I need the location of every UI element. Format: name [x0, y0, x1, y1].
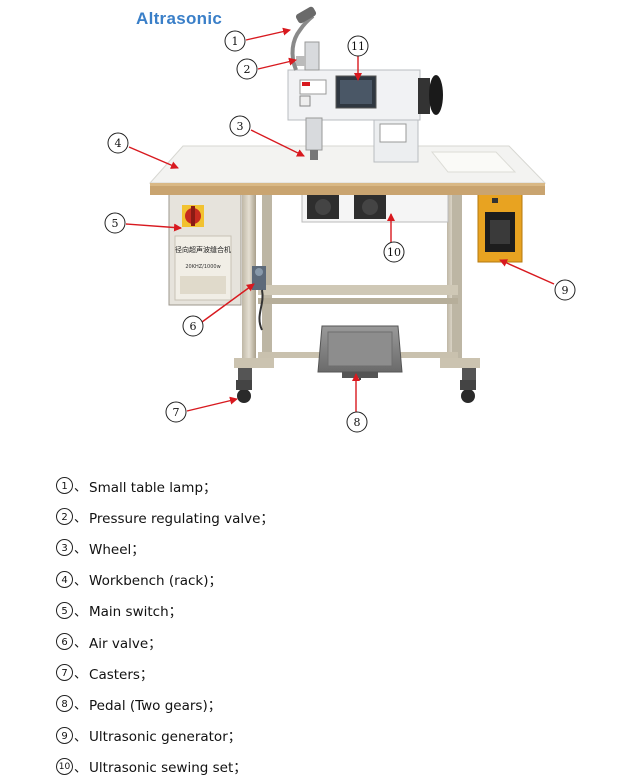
legend-separator: 、 — [74, 604, 88, 620]
legend-item: 10、Ultrasonic sewing set； — [56, 751, 596, 782]
legend-number: 2 — [56, 508, 73, 526]
legend-label: Wheel； — [89, 541, 145, 558]
legend-separator: 、 — [74, 542, 88, 558]
svg-text:9: 9 — [562, 284, 569, 297]
parts-legend: 1、Small table lamp； 2、Pressure regulatin… — [56, 470, 596, 782]
legend-item: 9、Ultrasonic generator； — [56, 720, 596, 751]
callout-arrows — [125, 27, 555, 412]
legend-label: Pressure regulating valve； — [89, 510, 274, 527]
callout-10: 10 — [383, 241, 405, 263]
legend-label: Small table lamp； — [89, 479, 217, 496]
svg-text:6: 6 — [190, 320, 197, 333]
legend-item: 2、Pressure regulating valve； — [56, 501, 596, 532]
legend-label: Ultrasonic sewing set； — [89, 760, 247, 777]
svg-text:8: 8 — [354, 416, 361, 429]
foot-pedal — [317, 325, 403, 380]
legend-label: Casters； — [89, 666, 154, 683]
legend-number: 7 — [56, 664, 73, 682]
legend-item: 1、Small table lamp； — [56, 470, 596, 501]
brand-logo: Altrasonic — [136, 9, 223, 28]
legend-number: 1 — [56, 477, 73, 495]
legend-item: 4、Workbench (rack)； — [56, 564, 596, 595]
svg-text:4: 4 — [115, 137, 122, 150]
switch-box-spec: 20KHZ/1000w — [185, 264, 220, 270]
legend-label: Air valve； — [89, 635, 162, 652]
svg-text:5: 5 — [112, 217, 119, 230]
main-switch-box: 径向超声波缝合机 20KHZ/1000w — [168, 192, 242, 306]
switch-box-title: 径向超声波缝合机 — [175, 245, 231, 254]
legend-number: 4 — [56, 570, 73, 588]
legend-separator: 、 — [74, 511, 88, 527]
ultrasonic-generator — [477, 193, 523, 263]
legend-label: Pedal (Two gears)； — [89, 697, 222, 714]
callout-2: 2 — [236, 58, 258, 80]
table-frame — [234, 195, 480, 368]
callout-5: 5 — [104, 212, 126, 234]
callout-9: 9 — [554, 279, 576, 301]
svg-text:1: 1 — [232, 35, 239, 48]
legend-label: Workbench (rack)； — [89, 573, 222, 590]
svg-text:7: 7 — [173, 406, 180, 419]
legend-item: 6、Air valve； — [56, 626, 596, 657]
legend-number: 3 — [56, 539, 73, 557]
callout-markers: 1 2 3 4 5 6 7 8 9 10 11 — [104, 30, 576, 433]
legend-label: Main switch； — [89, 604, 183, 621]
legend-number: 9 — [56, 726, 73, 744]
workbench-top — [148, 145, 547, 195]
svg-text:3: 3 — [237, 120, 244, 133]
svg-text:10: 10 — [387, 246, 401, 259]
legend-separator: 、 — [74, 760, 88, 776]
legend-label: Ultrasonic generator； — [89, 729, 242, 746]
legend-number: 8 — [56, 695, 73, 713]
legend-separator: 、 — [74, 480, 88, 496]
legend-separator: 、 — [74, 698, 88, 714]
legend-separator: 、 — [74, 636, 88, 652]
callout-6: 6 — [182, 315, 204, 337]
svg-text:11: 11 — [351, 40, 365, 53]
callout-7: 7 — [165, 401, 187, 423]
svg-text:2: 2 — [244, 63, 251, 76]
legend-item: 7、Casters； — [56, 657, 596, 688]
callout-3: 3 — [229, 115, 251, 137]
legend-item: 8、Pedal (Two gears)； — [56, 688, 596, 719]
legend-item: 5、Main switch； — [56, 595, 596, 626]
callout-1: 1 — [224, 30, 246, 52]
legend-separator: 、 — [74, 667, 88, 683]
legend-number: 6 — [56, 633, 73, 651]
machine-diagram: Altrasonic — [104, 6, 576, 433]
legend-number: 5 — [56, 601, 73, 619]
air-valve — [252, 266, 266, 331]
callout-4: 4 — [107, 132, 129, 154]
legend-item: 3、Wheel； — [56, 532, 596, 563]
legend-separator: 、 — [74, 573, 88, 589]
sewing-head — [287, 6, 443, 163]
legend-number: 10 — [56, 757, 73, 775]
sewing-set-box — [301, 191, 449, 223]
callout-8: 8 — [346, 411, 368, 433]
callout-11: 11 — [347, 35, 369, 57]
machine-illustration: 径向超声波缝合机 20KHZ/1000w — [104, 6, 576, 433]
casters — [236, 368, 476, 403]
legend-separator: 、 — [74, 729, 88, 745]
